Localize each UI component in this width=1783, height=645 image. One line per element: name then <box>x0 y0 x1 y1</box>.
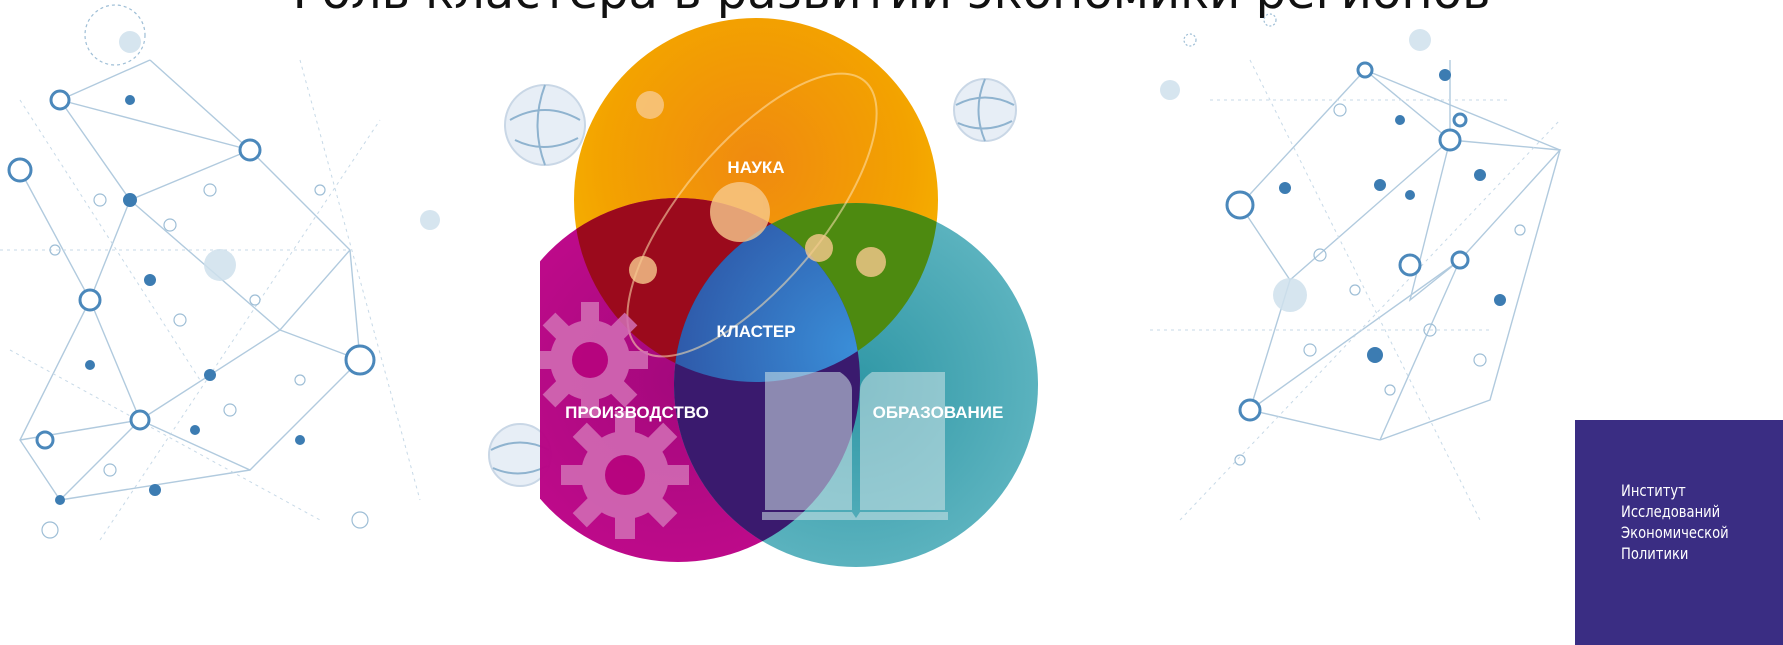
science-label: НАУКА <box>727 158 784 177</box>
atom-orbit-icon <box>626 72 878 358</box>
institute-logo: Институт Исследований Экономической Поли… <box>1575 420 1783 645</box>
gears-icon <box>540 302 689 539</box>
logo-line: Институт <box>1621 481 1686 500</box>
logo-line: Исследований <box>1621 502 1721 521</box>
logo-line: Экономической <box>1621 523 1729 542</box>
page-title-clip: Роль кластера в развитии экономики регио… <box>0 0 1783 18</box>
page-title: Роль кластера в развитии экономики регио… <box>0 0 1783 18</box>
open-book-icon <box>762 372 948 520</box>
production-label: ПРОИЗВОДСТВО <box>565 403 709 422</box>
network-decoration-right <box>1150 13 1562 521</box>
logo-line: Политики <box>1621 544 1689 563</box>
cluster-label: КЛАСТЕР <box>716 322 795 341</box>
logo-text: Институт Исследований Экономической Поли… <box>1621 480 1729 564</box>
network-decoration-left <box>0 4 440 541</box>
cluster-venn-diagram: НАУКА ПРОИЗВОДСТВО ОБРАЗОВАНИЕ КЛАСТЕР <box>540 18 1038 567</box>
globe-icon <box>504 84 586 166</box>
globe-icon <box>953 78 1017 142</box>
education-label: ОБРАЗОВАНИЕ <box>873 403 1004 422</box>
